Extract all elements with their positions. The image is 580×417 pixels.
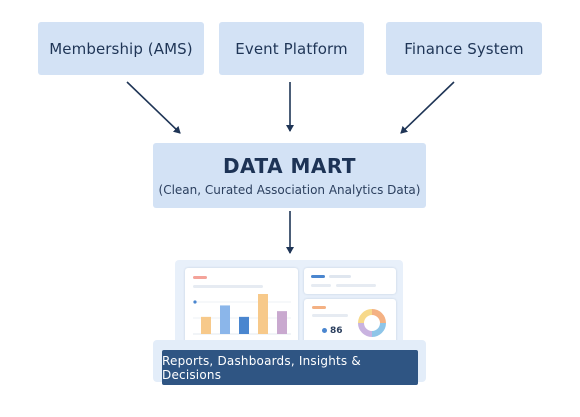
data-mart-box: DATA MART (Clean, Curated Association An…: [153, 143, 426, 208]
kpi-readout: 86: [322, 326, 343, 336]
donut-segment: [358, 309, 373, 324]
donut-subtitle-pill: [312, 314, 348, 317]
kpi-dot-icon: [322, 328, 327, 333]
arrow-finance-to-mart: [400, 81, 455, 134]
donut-segment: [358, 322, 373, 337]
donut-title-pill: [312, 306, 326, 309]
mini-bar: [239, 316, 249, 334]
source-box-finance-system: Finance System: [386, 22, 542, 75]
outcome-caption-box: Reports, Dashboards, Insights & Decision…: [162, 350, 418, 385]
mini-donut-chart: [358, 309, 386, 337]
panel-title-pill: [193, 276, 207, 279]
donut-panel: [304, 299, 396, 344]
donut-segment: [371, 309, 386, 324]
mini-bar: [201, 316, 211, 334]
donut-segment: [371, 322, 386, 337]
panel-subtitle-pill: [193, 285, 263, 288]
kpi-pill-line-1: [329, 275, 351, 278]
source-box-membership: Membership (AMS): [38, 22, 204, 75]
kpi-pill-line-2: [311, 284, 331, 287]
source-box-event-platform: Event Platform: [219, 22, 364, 75]
mini-bar-chart: [193, 294, 291, 335]
data-mart-title: DATA MART: [222, 153, 357, 178]
kpi-value: 86: [330, 326, 343, 336]
mini-bar: [220, 305, 230, 334]
bar-chart-panel: [185, 268, 298, 343]
kpi-pill-line-3: [336, 284, 376, 287]
data-mart-subtitle: (Clean, Curated Association Analytics Da…: [158, 182, 421, 197]
outcome-caption: Reports, Dashboards, Insights & Decision…: [162, 353, 361, 382]
kpi-bars-panel: [304, 268, 396, 294]
source-label-finance-system: Finance System: [404, 39, 524, 58]
kpi-pill-accent: [311, 275, 325, 278]
source-label-membership: Membership (AMS): [49, 39, 193, 58]
arrow-membership-to-mart: [126, 81, 181, 134]
source-label-event-platform: Event Platform: [235, 39, 348, 58]
mini-bar: [277, 311, 287, 334]
mini-bar: [258, 294, 268, 334]
